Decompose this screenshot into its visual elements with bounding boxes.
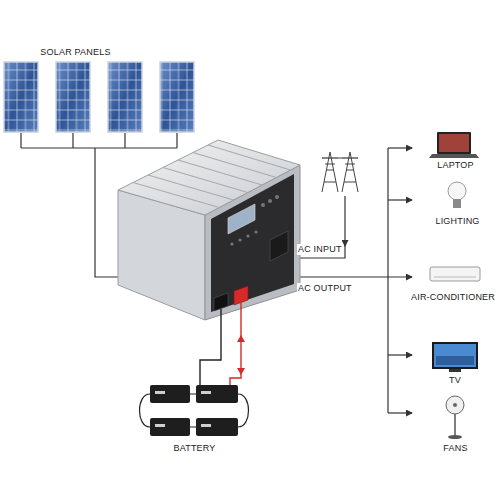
laptop-icon <box>429 132 479 158</box>
battery-cables <box>200 303 241 385</box>
fan-icon <box>446 396 464 439</box>
node-caption: LAPTOP <box>436 160 475 171</box>
air-conditioner-load: AIR-CONDITIONER <box>410 292 496 303</box>
node-caption: BATTERY <box>172 443 217 454</box>
charge-arrows <box>237 335 245 375</box>
node-caption: FANS <box>442 443 469 454</box>
node-caption: AIR-CONDITIONER <box>410 292 496 303</box>
inverter <box>118 140 300 320</box>
ac-output-label: AC OUTPUT <box>297 283 353 294</box>
air-conditioner-icon <box>430 267 480 281</box>
tv-icon <box>432 342 478 372</box>
node-caption: SOLAR PANELS <box>39 47 112 58</box>
lighting-load: LIGHTING <box>434 216 481 227</box>
laptop-load: LAPTOP <box>436 160 475 171</box>
tv-load: TV <box>448 375 462 386</box>
solar-panels <box>4 62 194 132</box>
fans-load: FANS <box>442 443 469 454</box>
node-caption: TV <box>448 375 462 386</box>
wiring <box>21 133 412 413</box>
bulb-icon <box>448 182 466 208</box>
node-caption: LIGHTING <box>434 216 481 227</box>
battery-bank <box>140 385 249 436</box>
solar-panel-group: SOLAR PANELS <box>39 47 112 58</box>
ac-input-label: AC INPUT <box>297 244 343 255</box>
battery-bank: BATTERY <box>172 443 217 454</box>
grid-tower <box>322 152 358 192</box>
